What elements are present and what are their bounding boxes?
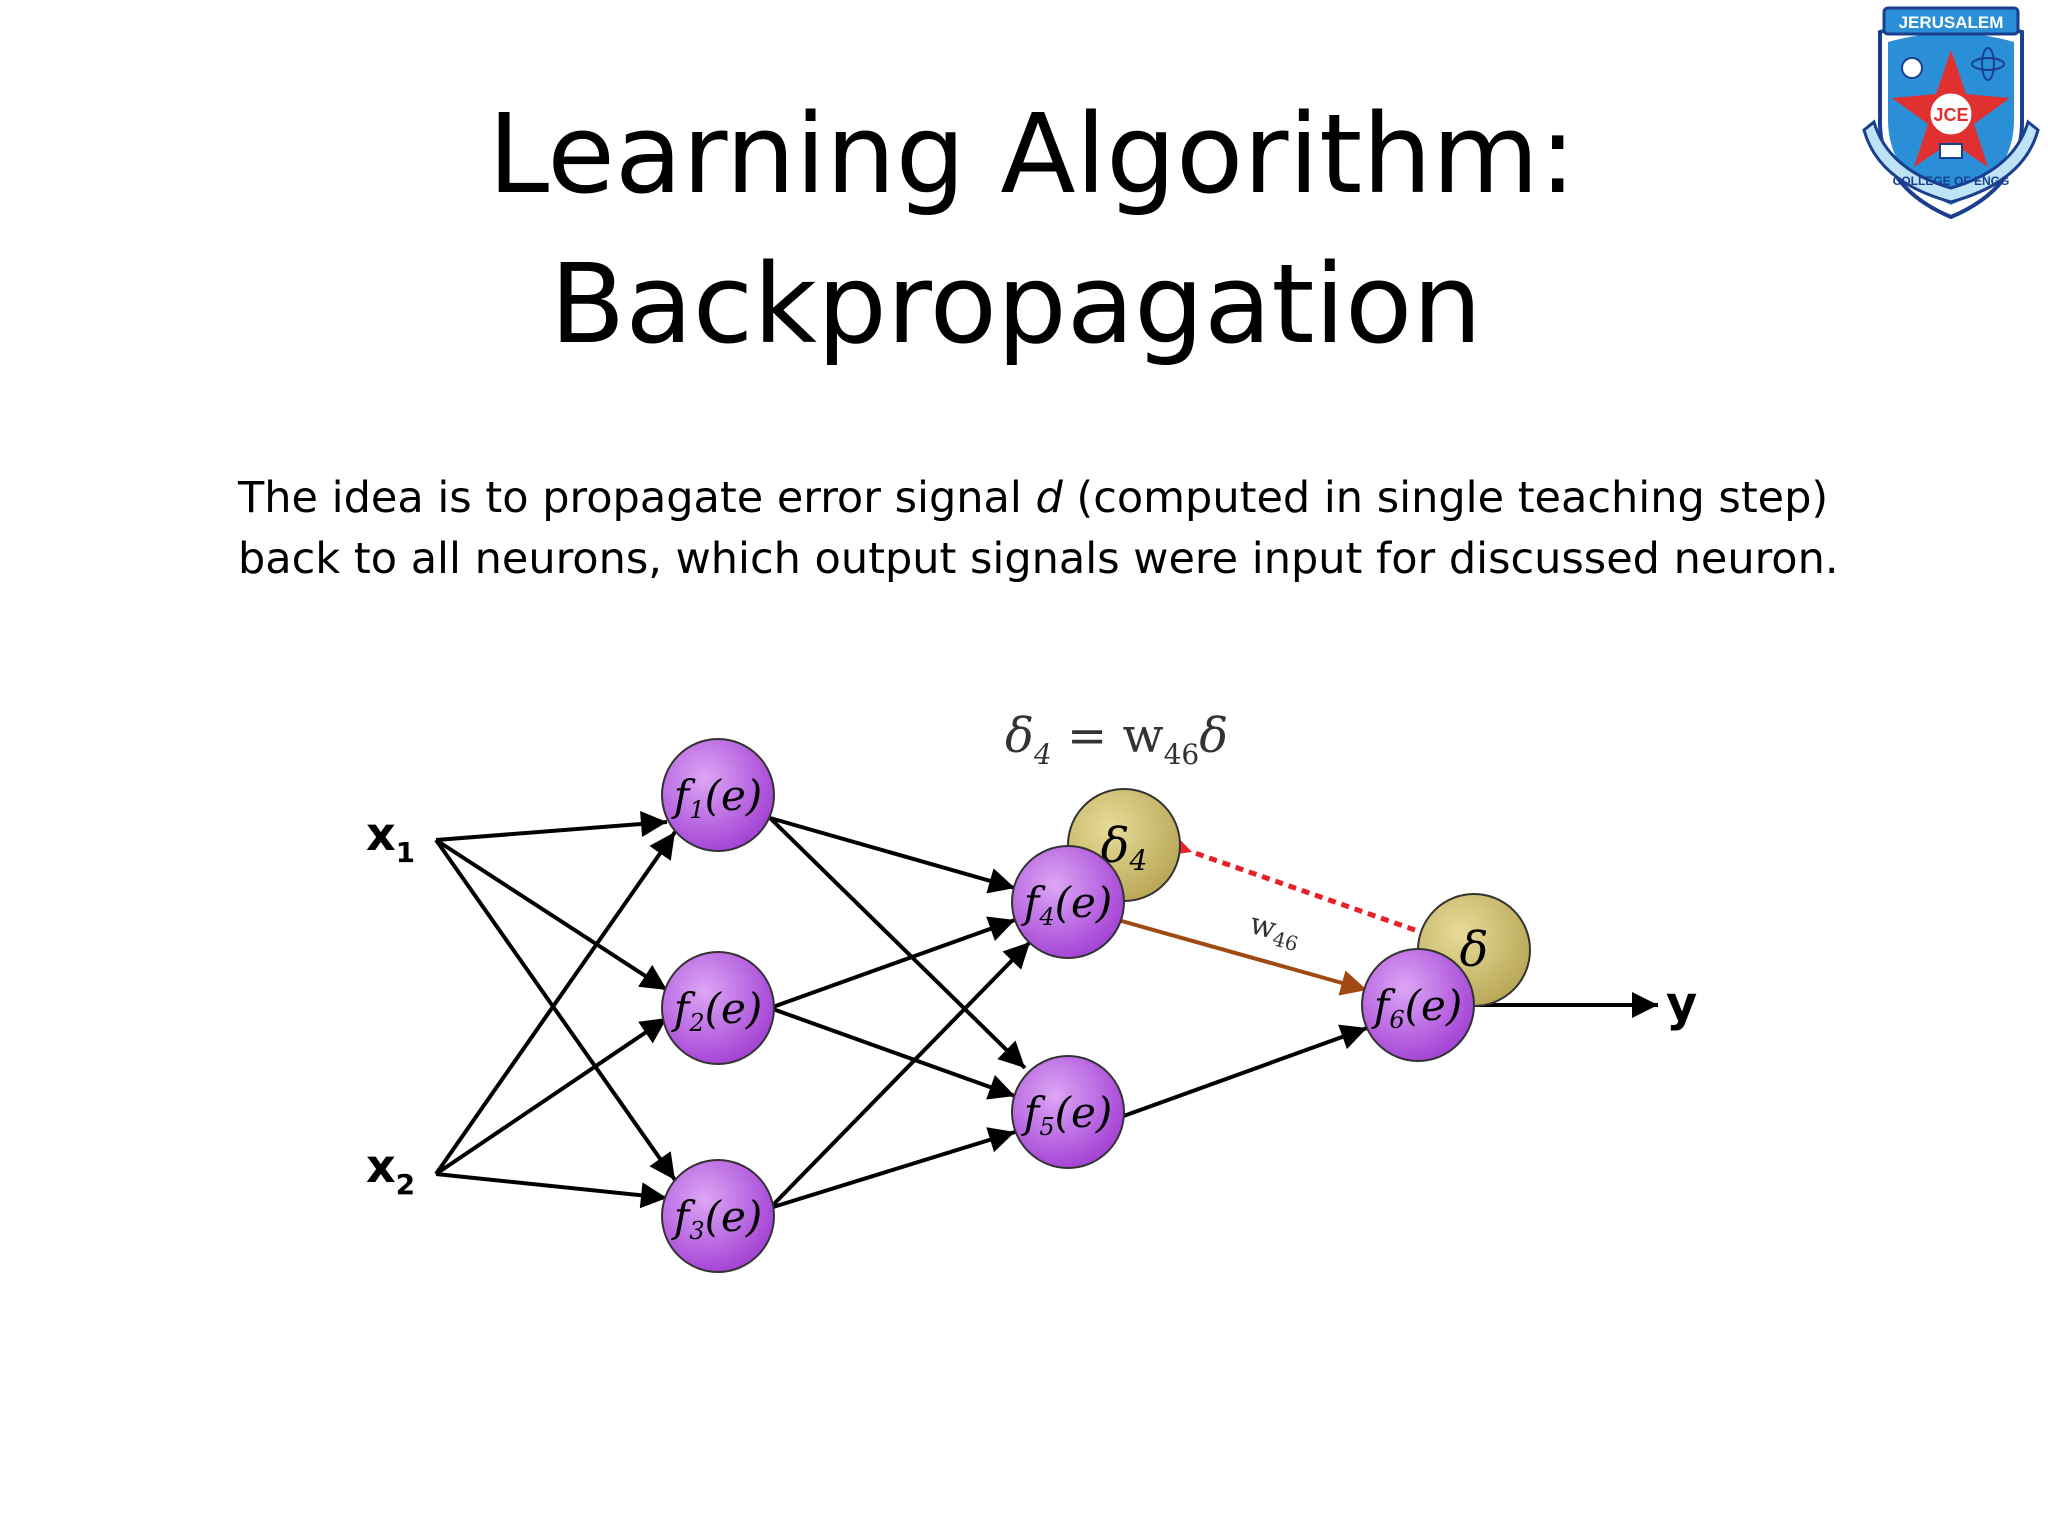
input-label-x2: x2 [366, 1139, 415, 1201]
neuron-f3-arg: (e) [705, 1192, 763, 1241]
edge-x1-f2 [434, 838, 669, 992]
neuron-f3: f3(e) [661, 1159, 775, 1273]
atom-icon [1971, 57, 2005, 71]
edge-x2-f1 [434, 830, 677, 1176]
equation-delta-lhs: δ [1005, 708, 1034, 764]
edge-f3-f4 [768, 940, 1032, 1210]
neuron-f1-sub: 1 [689, 796, 704, 824]
college-logo: JERUSALEM JCE COLLEGE OF ENGG [1862, 6, 2040, 220]
weight-arrow-w46 [1117, 918, 1368, 996]
edge-f5-f6 [1117, 1024, 1368, 1120]
neuron-f5: f5(e) [1011, 1055, 1125, 1169]
edge-f3-f5 [769, 1127, 1016, 1210]
neuron-f6-sub: 6 [1389, 1006, 1404, 1034]
neuron-f1-arg: (e) [705, 771, 763, 820]
edge-x1-f1 [435, 811, 668, 842]
svg-text:f3(e): f3(e) [671, 1192, 762, 1245]
edge-x2-f3 [435, 1172, 668, 1209]
edge-f1-f5 [768, 816, 1027, 1070]
equation-w-subscript: 46 [1164, 738, 1200, 771]
logo-center-text: JCE [1933, 105, 1968, 125]
input-x2-subscript: 2 [396, 1168, 415, 1201]
logo-banner-text: JERUSALEM [1899, 13, 2004, 32]
input-x2-letter: x [366, 1139, 396, 1193]
neuron-f5-sub: 5 [1039, 1113, 1054, 1141]
svg-text:f2(e): f2(e) [671, 984, 762, 1037]
delta-output-symbol: δ [1460, 922, 1489, 978]
slide-title-line-1: Learning Algorithm: [487, 90, 1577, 218]
svg-text:f5(e): f5(e) [1021, 1088, 1112, 1141]
edge-x1-f3 [434, 838, 677, 1182]
neuron-f2: f2(e) [661, 951, 775, 1065]
input-x1-letter: x [366, 807, 396, 861]
equation-equals-w: = w [1052, 708, 1164, 764]
equation-delta-subscript: 4 [1033, 738, 1052, 771]
neuron-f2-arg: (e) [705, 984, 763, 1033]
edge-x2-f2 [434, 1016, 669, 1176]
computer-icon [1939, 143, 1963, 159]
edge-f1-f4 [769, 816, 1016, 894]
neuron-f6: f6(e) [1361, 948, 1475, 1062]
emblem-icon [1901, 57, 1923, 79]
equation-delta-rhs: δ [1199, 708, 1228, 764]
neuron-f3-sub: 3 [689, 1217, 704, 1245]
neuron-f2-sub: 2 [688, 1009, 704, 1037]
weight-label-subscript: 46 [1270, 926, 1301, 956]
neuron-f6-arg: (e) [1405, 981, 1463, 1030]
hidden-connections [768, 816, 1032, 1210]
body-paragraph: The idea is to propagate error signal d … [238, 468, 1858, 590]
slide-title-line-2: Backpropagation [549, 240, 1483, 368]
logo-ring-text: COLLEGE OF ENGG [1893, 174, 2010, 188]
delta-equation: δ4 = w46δ [1005, 708, 1228, 771]
neuron-f4-sub: 4 [1038, 903, 1054, 931]
edge-f2-f4 [769, 916, 1016, 1010]
input-connections [434, 811, 677, 1209]
delta-4-subscript: 4 [1129, 844, 1148, 877]
output-label-y: y [1666, 976, 1697, 1032]
svg-text:f1(e): f1(e) [671, 771, 762, 824]
edge-f2-f5 [769, 1006, 1016, 1100]
neuron-f4-arg: (e) [1055, 878, 1113, 927]
svg-text:f4(e): f4(e) [1021, 878, 1112, 931]
neuron-f4: f4(e) [1011, 845, 1125, 959]
input-label-x1: x1 [366, 807, 415, 869]
neuron-f1: f1(e) [661, 738, 775, 852]
weight-label-w46: w46 [1245, 906, 1304, 956]
neuron-f5-arg: (e) [1055, 1088, 1113, 1137]
svg-text:f6(e): f6(e) [1371, 981, 1462, 1034]
body-text-pre: The idea is to propagate error signal [238, 473, 1036, 523]
input-x1-subscript: 1 [396, 836, 415, 869]
error-backprop-arrow [1160, 829, 1416, 933]
body-text-italic-d: d [1035, 473, 1063, 523]
body-text-post: (computed in single teaching step) back … [238, 473, 1839, 584]
